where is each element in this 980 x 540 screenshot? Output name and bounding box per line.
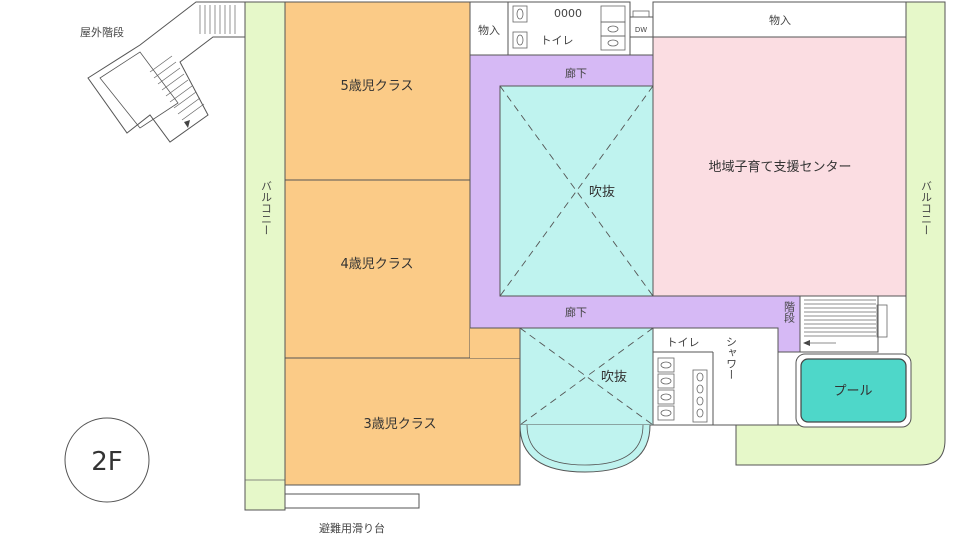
toilet-top [507,1,631,56]
evacuation-slide [284,493,420,509]
label-class3: 3歳児クラス [363,417,436,432]
label-toilet-top: トイレ [541,34,574,47]
label-shower: シャワー [725,336,738,380]
label-toilet-bottom: トイレ [667,336,700,349]
label-dw: DW [635,26,647,34]
label-exterior-stairs: 屋外階段 [80,25,124,39]
floor-badge [64,417,150,503]
storage-right [652,1,907,38]
label-support-center: 地域子育て支援センター [708,159,851,175]
label-balcony-left: バルコニー [260,181,273,236]
label-stairs: 階段 [783,300,796,324]
label-storage-right: 物入 [769,13,791,27]
stairs-arrow-icon [803,340,810,346]
label-class4: 4歳児クラス [340,257,413,272]
balcony-left [244,1,286,511]
stair-treads [804,299,876,337]
label-toilet-stalls: 0000 [554,7,582,20]
classroom-5 [284,1,471,181]
exterior-stairs [87,1,246,143]
label-slide: 避難用滑り台 [319,521,385,535]
storage-left [469,1,509,56]
label-pool: プール [833,384,872,399]
floor-label: 2F [91,447,123,477]
classroom-3-upper [470,328,520,358]
label-balcony-right: バルコニー [920,181,933,236]
label-corridor-top: 廊下 [565,66,587,80]
classroom-3 [284,357,521,486]
label-corridor-mid: 廊下 [565,305,587,319]
pool [800,358,907,423]
support-center [652,36,907,297]
balcony-right [735,1,946,466]
label-atrium-bottom: 吹抜 [601,369,627,385]
label-storage-left: 物入 [478,23,500,37]
label-class5: 5歳児クラス [340,79,413,94]
label-atrium-top: 吹抜 [589,184,615,200]
